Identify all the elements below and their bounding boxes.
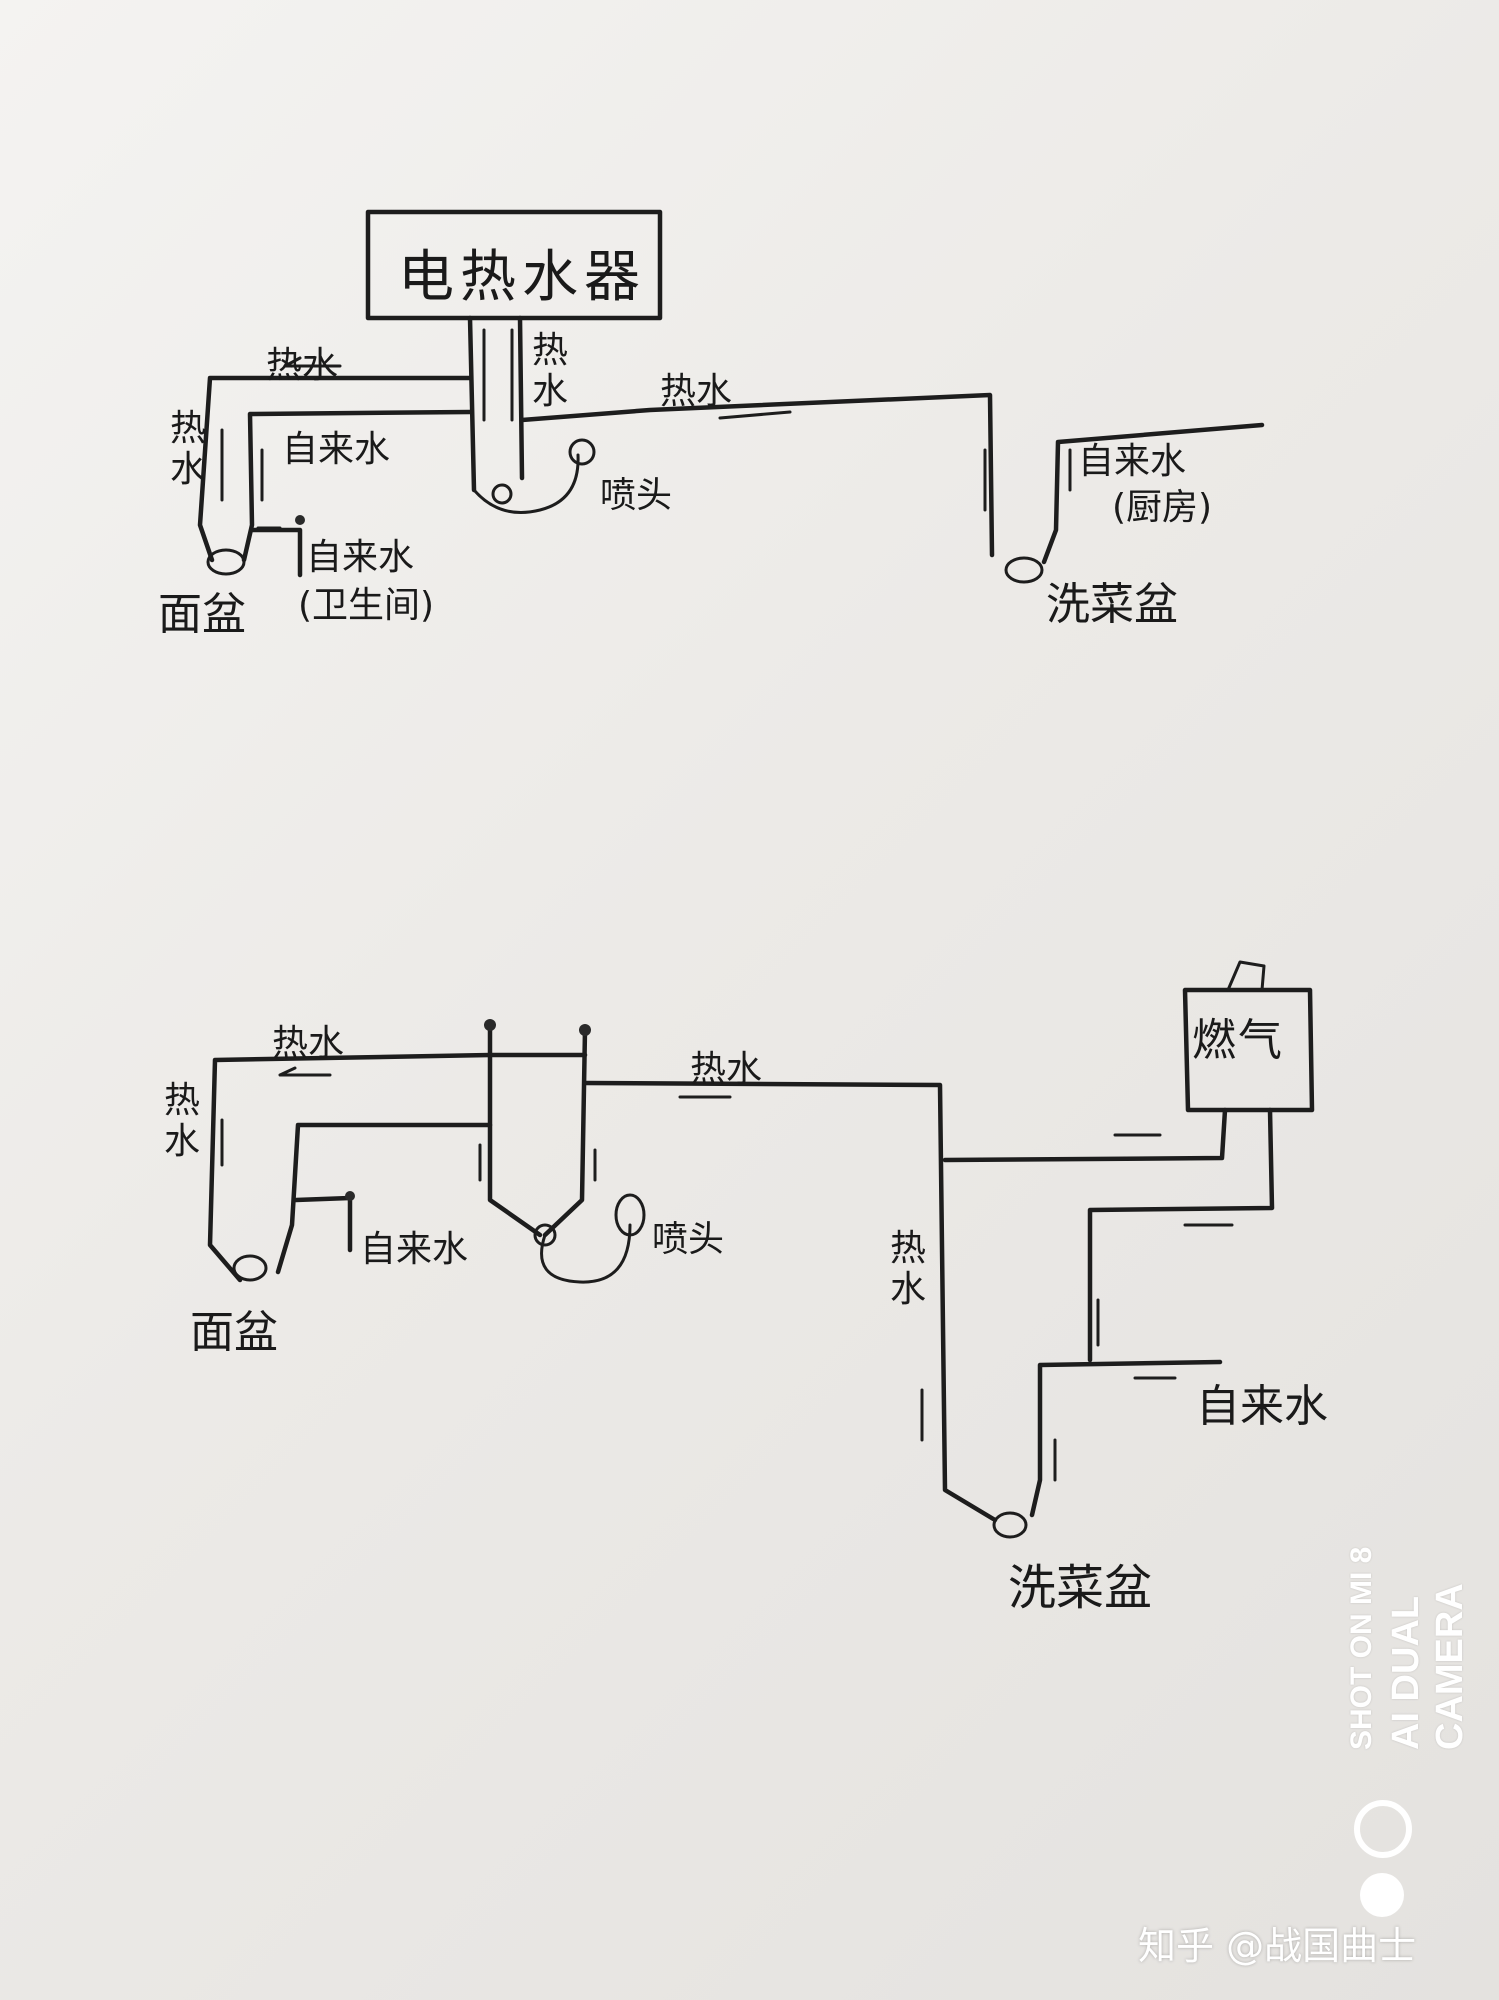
zhihu-credit: 知乎 @战国曲士 <box>1138 1924 1417 1968</box>
camera-watermark-line1: SHOT ON MI 8 <box>1345 1546 1378 1750</box>
top-hot-water-left-label: 热水 <box>266 345 339 386</box>
bottom-sink-symbol <box>992 1511 1028 1539</box>
gas-heater-box <box>1182 987 1315 1113</box>
bottom-hot-water-left-vertical-label: 热水 <box>163 1080 200 1163</box>
electric-heater-box <box>365 209 663 321</box>
camera-ring-icon <box>1354 1800 1412 1858</box>
gas-cold-inlet <box>1087 1107 1275 1363</box>
top-bathroom-tap <box>249 527 303 578</box>
heater-riser-left <box>467 315 477 493</box>
bottom-hot-water-vertical-label: 热水 <box>889 1228 926 1311</box>
bottom-tap-node <box>345 1191 355 1201</box>
top-basin-symbol <box>206 548 246 576</box>
top-basin-label: 面盆 <box>158 589 246 640</box>
top-shower-head <box>568 438 596 466</box>
top-kitchen-tap <box>1041 422 1265 565</box>
bottom-riser-right <box>542 1027 588 1238</box>
top-tap-water-label: 自来水 <box>282 429 391 470</box>
top-bathroom-note: (卫生间) <box>298 585 435 626</box>
bottom-tap-branch <box>293 1195 353 1253</box>
top-shower-valve <box>491 483 513 505</box>
top-shower-loop <box>472 453 580 514</box>
heater-riser-right <box>517 315 525 481</box>
bottom-tap-pipe <box>275 1122 493 1275</box>
bottom-hot-water-left-label: 热水 <box>272 1023 345 1064</box>
gas-hot-outlet <box>942 1107 1228 1163</box>
top-bathroom-tap-label: 自来水 <box>306 537 415 578</box>
bottom-tap-right <box>1029 1359 1223 1518</box>
bottom-riser-top-right <box>579 1024 591 1036</box>
bottom-hot-water-right-label: 热水 <box>690 1049 763 1090</box>
top-arrow-4 <box>718 410 792 420</box>
bottom-shower-label: 喷头 <box>652 1219 725 1260</box>
top-tap-pipe <box>241 409 473 563</box>
camera-dot-icon <box>1360 1873 1404 1917</box>
top-shower-label: 喷头 <box>600 475 673 516</box>
top-kitchen-tap-label: 自来水 <box>1078 441 1187 482</box>
bottom-hot-left-pipe <box>207 1052 493 1283</box>
top-arrow-1 <box>283 356 342 368</box>
bottom-riser-top-left <box>484 1019 496 1031</box>
bottom-tap-water-label: 自来水 <box>360 1229 469 1270</box>
top-bathroom-tap-node <box>295 515 305 525</box>
top-kitchen-note: (厨房) <box>1112 487 1213 528</box>
top-hot-right-pipe <box>519 392 995 558</box>
bottom-arrow-1 <box>278 1066 332 1077</box>
camera-watermark: SHOT ON MI 8 AI DUAL CAMERA <box>1340 1440 1471 1750</box>
bottom-riser-left <box>487 1022 543 1238</box>
top-sink-label: 洗菜盆 <box>1046 579 1178 630</box>
top-hot-water-center-label: 热水 <box>531 330 568 413</box>
top-sink-symbol <box>1004 556 1044 584</box>
bottom-basin-label: 面盆 <box>190 1307 278 1358</box>
camera-watermark-text: SHOT ON MI 8 AI DUAL CAMERA <box>1340 1440 1471 1750</box>
bottom-shower-valve <box>533 1223 557 1247</box>
bottom-tap-water-right-label: 自来水 <box>1196 1381 1328 1432</box>
bottom-basin-symbol <box>232 1254 268 1282</box>
gas-heater-label: 燃气 <box>1192 1015 1284 1066</box>
top-hot-left-pipe <box>197 375 473 563</box>
gas-heater-hook <box>1226 960 1266 992</box>
electric-heater-label: 电热水器 <box>398 245 646 310</box>
bottom-shower-head <box>614 1193 646 1237</box>
top-hot-water-left-vertical-label: 热水 <box>169 408 206 491</box>
bottom-hot-right-pipe <box>582 1080 998 1523</box>
top-hot-water-right-label: 热水 <box>660 371 733 412</box>
bottom-sink-label: 洗菜盆 <box>1008 1560 1153 1616</box>
bottom-shower-loop <box>540 1223 632 1284</box>
camera-watermark-line2: AI DUAL CAMERA <box>1385 1583 1471 1750</box>
